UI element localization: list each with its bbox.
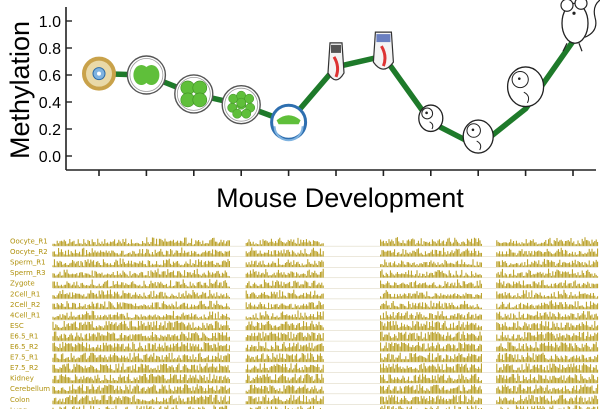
track-label: Oocyte_R2 [10, 248, 48, 256]
track-label: E6.5_R1 [10, 332, 38, 340]
adult-mouse-icon [560, 0, 600, 52]
track-label: 2Cell_R2 [10, 301, 40, 309]
track-signal [52, 363, 599, 373]
track-signal [52, 279, 599, 289]
midgestation-embryo-icon [418, 104, 444, 133]
track-signal [52, 247, 599, 257]
track-label: 4Cell_R1 [10, 311, 40, 319]
morula-icon [221, 84, 261, 125]
track-row: 2Cell_R2 [10, 300, 599, 310]
track-label: Oocyte_R1 [10, 238, 48, 246]
y-tick-label: 0.8 [39, 41, 61, 58]
track-label: Colon [10, 396, 30, 404]
track-signal [52, 331, 599, 341]
track-row: Lung [10, 405, 599, 409]
track-label: Kidney [10, 375, 34, 383]
track-row: Cerebellum [10, 384, 599, 395]
track-label: E6.5_R2 [10, 343, 38, 351]
track-label: Zygote [10, 280, 35, 288]
late-fetus-icon [506, 66, 545, 108]
track-row: Oocyte_R2 [10, 247, 599, 257]
stage-icons [82, 0, 600, 154]
track-row: E6.5_R2 [10, 341, 599, 352]
blastocyst-icon [270, 103, 308, 142]
track-row: Oocyte_R1 [10, 237, 599, 247]
e7-embryo-icon [372, 31, 395, 70]
y-tick-label: 0.6 [39, 68, 61, 85]
y-tick-label: 0.4 [39, 95, 61, 112]
track-signal [52, 237, 599, 246]
y-tick-label: 0.2 [39, 122, 61, 139]
zygote-icon [126, 55, 167, 95]
track-row: Sperm_R3 [10, 268, 599, 279]
track-signal [52, 384, 599, 394]
genome-track-panel: Oocyte_R1Oocyte_R2Sperm_R1Sperm_R3Zygote… [10, 237, 599, 409]
y-tick-label: 0.0 [39, 149, 61, 166]
track-signal [52, 300, 599, 310]
y-ticks [66, 20, 72, 157]
track-row: 2Cell_R1 [10, 289, 599, 300]
track-signal [52, 268, 599, 278]
track-signal [52, 310, 599, 320]
track-row: E7.5_R1 [10, 352, 599, 363]
track-label: E7.5_R2 [10, 364, 38, 372]
y-tick-label: 1.0 [39, 14, 61, 31]
four-cell-embryo-icon [174, 74, 214, 114]
oocyte-icon [82, 56, 116, 91]
track-row: E6.5_R1 [10, 331, 599, 342]
track-label: Sperm_R3 [10, 269, 46, 277]
track-label: Cerebellum [10, 385, 50, 393]
fetus-icon [462, 119, 494, 154]
track-row: Zygote [10, 279, 599, 289]
y-axis-title: Methylation [5, 21, 35, 159]
track-signal [52, 352, 599, 362]
track-row: E7.5_R2 [10, 363, 599, 373]
track-row: 4Cell_R1 [10, 310, 599, 321]
x-axis-title: Mouse Development [216, 183, 464, 213]
track-signal [52, 258, 599, 268]
track-label: ESC [10, 322, 24, 330]
track-row: Sperm_R1 [10, 258, 599, 268]
x-ticks [98, 170, 574, 176]
track-label: 2Cell_R1 [10, 290, 40, 298]
e6-embryo-icon [327, 42, 345, 81]
y-tick-labels: 0.0 0.2 0.4 0.6 0.8 1.0 [39, 14, 61, 166]
track-signal [52, 341, 599, 352]
track-row: Kidney [10, 373, 599, 384]
methylation-line-chart: 0.0 0.2 0.4 0.6 0.8 1.0 Methylation Mouse Dev… [5, 0, 600, 213]
track-label: Sperm_R1 [10, 259, 46, 267]
track-row: ESC [10, 320, 599, 331]
track-signal [52, 289, 599, 299]
track-signal [52, 320, 599, 331]
track-signal [52, 394, 599, 405]
track-signal [52, 373, 599, 384]
track-label: Lung [10, 406, 27, 409]
track-row: Colon [10, 394, 599, 405]
track-signal [52, 405, 599, 409]
track-label: E7.5_R1 [10, 354, 38, 362]
